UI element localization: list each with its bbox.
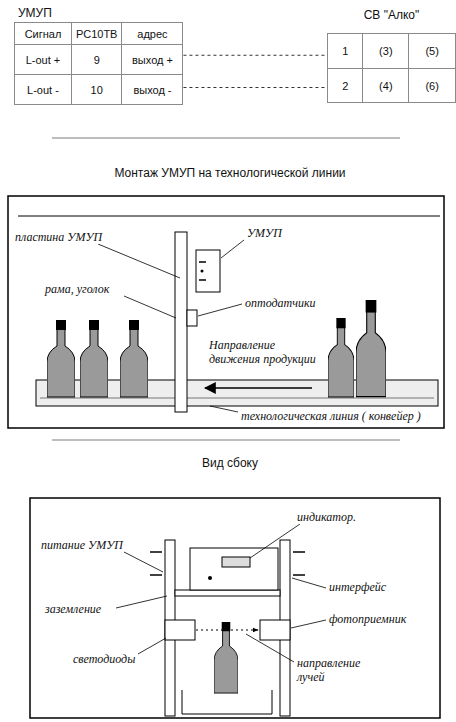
bottle: [214, 622, 238, 693]
section-title: Монтаж УМУП на технологической линии: [2, 166, 456, 180]
umup-housing: [190, 548, 278, 590]
top-line: [18, 216, 440, 217]
table-heading: УМУП: [14, 4, 183, 22]
callout-label: светодиоды: [72, 652, 136, 666]
table-cell: выход +: [122, 45, 183, 75]
frame-box: [30, 498, 440, 718]
callout-label: оптодатчики: [244, 296, 317, 310]
direction-arrow: [205, 387, 312, 389]
table-cell: РС10ТВ: [72, 23, 122, 45]
callout-label: рама, уголок: [44, 282, 110, 296]
table-grid: СигналРС10ТВадресL-out +9выход + L-out -1…: [14, 22, 183, 105]
side-frame: [150, 540, 305, 716]
base: [182, 690, 272, 714]
callout-label: фотоприемник: [328, 612, 407, 626]
table-cell: адрес: [122, 23, 183, 45]
signal-wire: [183, 55, 327, 56]
optosensor: [187, 310, 197, 326]
table-heading: СВ "Алко": [327, 6, 456, 33]
leader-lines: [116, 524, 326, 662]
table-cell: 1: [328, 34, 363, 69]
table-grid: 1(3)(5) 2(4)(6): [327, 33, 456, 103]
signal-wire: [183, 87, 327, 88]
table-cell: 10: [72, 75, 122, 105]
table-cell: (6): [409, 69, 456, 103]
section-title: Вид сбоку: [2, 456, 456, 470]
table-cell: (3): [363, 34, 409, 69]
mounting-plate: [175, 232, 187, 412]
callout-label: УМУП: [246, 226, 283, 240]
callout-label: интерфейс: [328, 580, 387, 594]
leader-lines: [98, 240, 244, 412]
callout-label: питание УМУП: [40, 538, 124, 552]
table-cell: Сигнал: [15, 23, 72, 45]
table-cell: выход -: [122, 75, 183, 105]
callout-label: индикатор.: [296, 510, 357, 524]
callout-label: технологическая линия ( конвейер ): [240, 409, 422, 423]
led-block: [165, 620, 195, 640]
umup-unit: [196, 250, 220, 292]
callout-label: направление лучей: [296, 656, 384, 684]
table-cell: 2: [328, 69, 363, 103]
table-cell: 9: [72, 45, 122, 75]
callout-label: пластина УМУП: [14, 230, 103, 244]
separator: [52, 137, 400, 139]
photoreceiver-block: [260, 620, 290, 640]
bottles: [47, 300, 386, 397]
signal-table: УМУПСигналРС10ТВадресL-out +9выход + L-ou…: [14, 4, 183, 105]
callout-label: Направление движения продукции: [208, 338, 328, 366]
table-cell: (5): [409, 34, 456, 69]
signal-table: СВ "Алко"1(3)(5) 2(4)(6): [327, 6, 456, 103]
callout-label: заземление: [44, 602, 102, 616]
separator: [52, 439, 400, 441]
table-cell: L-out -: [15, 75, 72, 105]
table-cell: (4): [363, 69, 409, 103]
frame-box: [8, 196, 444, 428]
table-cell: L-out +: [15, 45, 72, 75]
